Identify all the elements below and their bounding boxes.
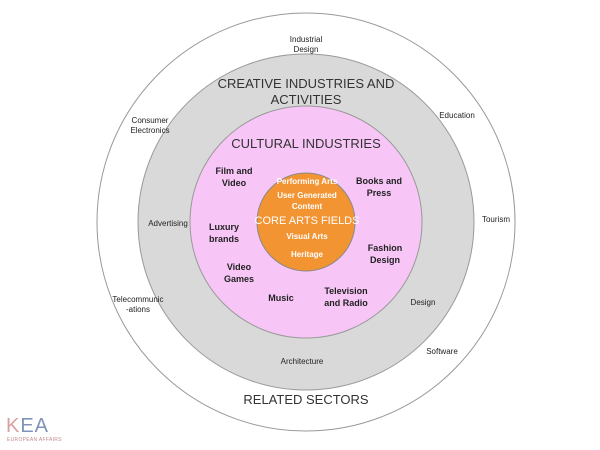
label-television-radio-line1: Television — [324, 286, 367, 296]
label-consumer-electronics-line2: Electronics — [130, 126, 169, 135]
label-fashion-design-line2: Design — [370, 255, 400, 265]
label-visual-arts: Visual Arts — [286, 232, 328, 241]
label-performing-arts: Performing Arts — [277, 177, 338, 186]
related-sectors-title: RELATED SECTORS — [243, 392, 369, 407]
label-music: Music — [268, 293, 294, 303]
kea-logo-ea: EA — [20, 415, 49, 437]
label-television-radio-line2: and Radio — [324, 298, 368, 308]
label-software: Software — [426, 347, 458, 356]
label-consumer-electronics-line1: Consumer — [132, 116, 169, 125]
label-advertising: Advertising — [148, 219, 188, 228]
label-heritage: Heritage — [291, 250, 324, 259]
label-user-generated-line1: User Generated — [277, 191, 337, 200]
kea-logo-mark: KEA — [6, 415, 49, 437]
creative-industries-title-line2: ACTIVITIES — [271, 92, 342, 107]
label-film-video-line2: Video — [222, 178, 247, 188]
kea-logo-subtitle: EUROPEAN AFFAIRS — [7, 437, 62, 443]
label-video-games-line1: Video — [227, 262, 252, 272]
label-books-press-line2: Press — [367, 188, 392, 198]
label-industrial-design-line2: Design — [294, 45, 319, 54]
label-design: Design — [411, 298, 436, 307]
label-education: Education — [439, 111, 475, 120]
core-arts-title: CORE ARTS FIELDS — [255, 215, 360, 227]
label-tourism: Tourism — [482, 215, 510, 224]
label-telecommunications-line2: -ations — [126, 305, 150, 314]
label-film-video-line1: Film and — [215, 166, 252, 176]
kea-logo-k: K — [6, 415, 20, 437]
cultural-industries-title: CULTURAL INDUSTRIES — [231, 136, 381, 151]
kea-logo: KEA EUROPEAN AFFAIRS — [6, 415, 62, 443]
label-user-generated-line2: Content — [292, 202, 323, 211]
label-architecture: Architecture — [281, 357, 324, 366]
label-telecommunications-line1: Telecommunic — [112, 295, 163, 304]
label-luxury-brands-line2: brands — [209, 234, 239, 244]
label-industrial-design-line1: Industrial — [290, 35, 323, 44]
ring-core-arts — [256, 172, 356, 272]
label-fashion-design-line1: Fashion — [368, 243, 403, 253]
label-luxury-brands-line1: Luxury — [209, 222, 239, 232]
label-books-press-line1: Books and — [356, 176, 402, 186]
label-video-games-line2: Games — [224, 274, 254, 284]
creative-industries-title-line1: CREATIVE INDUSTRIES AND — [218, 76, 395, 91]
